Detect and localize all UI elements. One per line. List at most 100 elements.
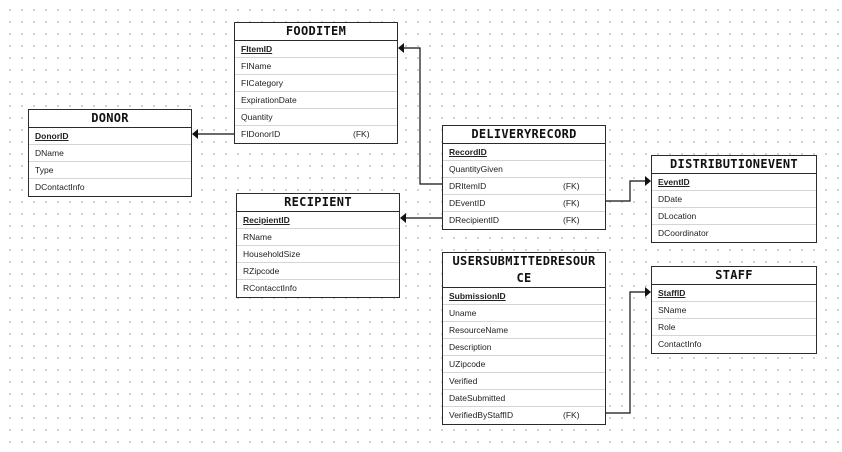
- attribute-field[interactable]: FICategory: [235, 75, 397, 92]
- attribute-name: DName: [35, 148, 64, 158]
- attribute-name: EventID: [658, 177, 690, 187]
- attribute-field[interactable]: DName: [29, 145, 191, 162]
- attribute-name: FIDonorID: [241, 129, 281, 139]
- attribute-name: DRecipientID: [449, 215, 500, 225]
- fk-label: (FK): [563, 215, 580, 225]
- attribute-field[interactable]: DDate: [652, 191, 816, 208]
- attribute-name: DateSubmitted: [449, 393, 506, 403]
- fk-label: (FK): [563, 181, 580, 191]
- attribute-name: FItemID: [241, 44, 273, 54]
- arrowhead-fooditem: [398, 43, 404, 53]
- attribute-name: QuantityGiven: [449, 164, 503, 174]
- arrowhead-distributionevent: [645, 176, 651, 186]
- attribute-name: SubmissionID: [449, 291, 506, 301]
- attribute-field[interactable]: DContactInfo: [29, 179, 191, 196]
- foreign-key-field[interactable]: FIDonorID (FK): [235, 126, 397, 143]
- attribute-field[interactable]: ResourceName: [443, 322, 605, 339]
- attribute-field[interactable]: QuantityGiven: [443, 161, 605, 178]
- foreign-key-field[interactable]: DEventID (FK): [443, 195, 605, 212]
- attribute-field[interactable]: RZipcode: [237, 263, 399, 280]
- arrowhead-staff: [645, 287, 651, 297]
- attribute-field[interactable]: DCoordinator: [652, 225, 816, 242]
- attribute-name: FICategory: [241, 78, 284, 88]
- attribute-name: RContacctInfo: [243, 283, 297, 293]
- attribute-name: SName: [658, 305, 687, 315]
- fk-label: (FK): [563, 410, 580, 420]
- attribute-name: FIName: [241, 61, 272, 71]
- fk-label: (FK): [563, 198, 580, 208]
- attribute-name: RZipcode: [243, 266, 280, 276]
- attribute-field[interactable]: Type: [29, 162, 191, 179]
- attribute-name: RecordID: [449, 147, 487, 157]
- attribute-name: UZipcode: [449, 359, 486, 369]
- connector-deliveryrecord-fooditem: [404, 47, 442, 185]
- primary-key-field[interactable]: FItemID: [235, 41, 397, 58]
- staff-title: STAFF: [652, 267, 816, 285]
- attribute-field[interactable]: SName: [652, 302, 816, 319]
- attribute-name: HouseholdSize: [243, 249, 301, 259]
- attribute-name: DCoordinator: [658, 228, 709, 238]
- attribute-field[interactable]: HouseholdSize: [237, 246, 399, 263]
- foreign-key-field[interactable]: VerifiedByStaffID (FK): [443, 407, 605, 424]
- arrowhead-recipient: [400, 213, 406, 223]
- usersubmittedresource-title: USERSUBMITTEDRESOUR CE: [443, 253, 605, 288]
- attribute-name: DEventID: [449, 198, 486, 208]
- attribute-name: Verified: [449, 376, 478, 386]
- attribute-name: VerifiedByStaffID: [449, 410, 514, 420]
- attribute-name: DLocation: [658, 211, 697, 221]
- attribute-name: RecipientID: [243, 215, 290, 225]
- attribute-name: Description: [449, 342, 492, 352]
- attribute-field[interactable]: RContacctInfo: [237, 280, 399, 297]
- attribute-field[interactable]: Uname: [443, 305, 605, 322]
- attribute-field[interactable]: Role: [652, 319, 816, 336]
- attribute-name: DRItemID: [449, 181, 487, 191]
- attribute-field[interactable]: DLocation: [652, 208, 816, 225]
- fk-label: (FK): [353, 129, 370, 139]
- attribute-field[interactable]: RName: [237, 229, 399, 246]
- attribute-field[interactable]: Verified: [443, 373, 605, 390]
- attribute-field[interactable]: FIName: [235, 58, 397, 75]
- attribute-name: ResourceName: [449, 325, 509, 335]
- attribute-name: DDate: [658, 194, 683, 204]
- attribute-name: Role: [658, 322, 676, 332]
- attribute-name: StaffID: [658, 288, 686, 298]
- primary-key-field[interactable]: DonorID: [29, 128, 191, 145]
- attribute-name: DonorID: [35, 131, 69, 141]
- attribute-field[interactable]: ContactInfo: [652, 336, 816, 353]
- attribute-field[interactable]: ExpirationDate: [235, 92, 397, 109]
- foreign-key-field[interactable]: DRecipientID (FK): [443, 212, 605, 229]
- attribute-name: RName: [243, 232, 272, 242]
- primary-key-field[interactable]: EventID: [652, 174, 816, 191]
- attribute-name: Type: [35, 165, 54, 175]
- primary-key-field[interactable]: RecordID: [443, 144, 605, 161]
- attribute-field[interactable]: Quantity: [235, 109, 397, 126]
- foreign-key-field[interactable]: DRItemID (FK): [443, 178, 605, 195]
- attribute-field[interactable]: DateSubmitted: [443, 390, 605, 407]
- connector-usersubmittedresource-staff: [606, 291, 645, 414]
- attribute-field[interactable]: UZipcode: [443, 356, 605, 373]
- attribute-field[interactable]: Description: [443, 339, 605, 356]
- primary-key-field[interactable]: RecipientID: [237, 212, 399, 229]
- arrowhead-donor: [192, 129, 198, 139]
- primary-key-field[interactable]: StaffID: [652, 285, 816, 302]
- donor-title: DONOR: [29, 110, 191, 128]
- attribute-name: Quantity: [241, 112, 273, 122]
- fooditem-title: FOODITEM: [235, 23, 397, 41]
- primary-key-field[interactable]: SubmissionID: [443, 288, 605, 305]
- attribute-name: Uname: [449, 308, 477, 318]
